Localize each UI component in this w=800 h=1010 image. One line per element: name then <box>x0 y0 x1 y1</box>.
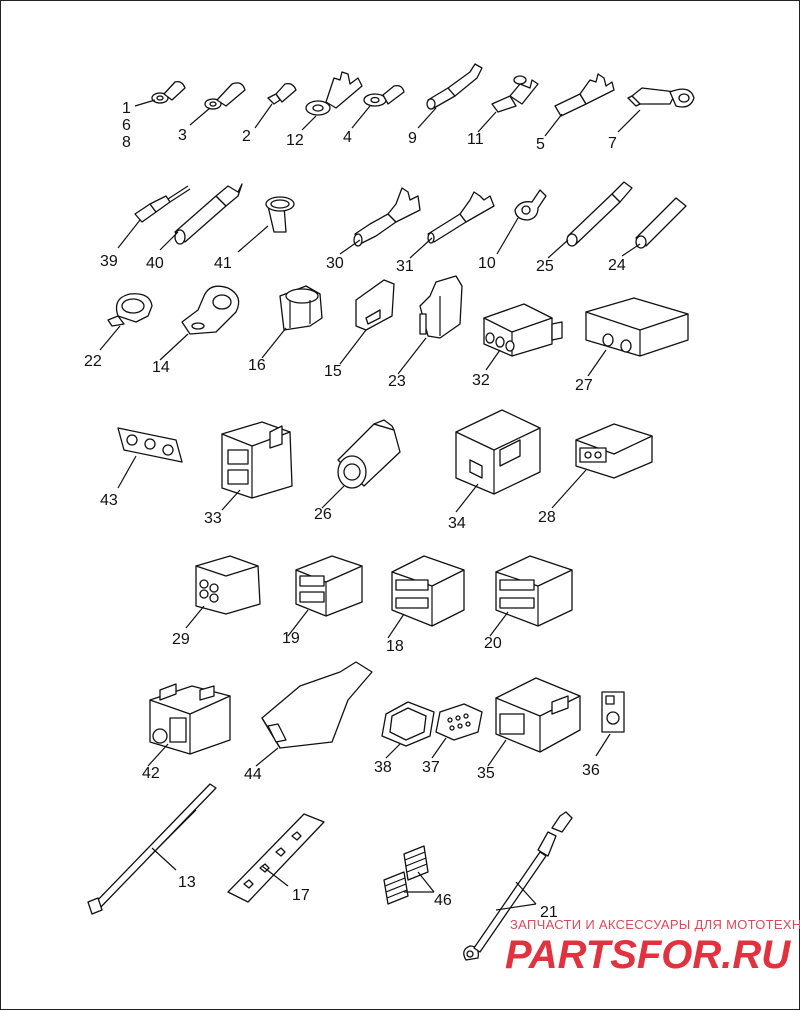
callout-32: 32 <box>472 372 490 389</box>
part-bullet-24 <box>635 197 687 249</box>
part-connector-33 <box>221 421 293 499</box>
callout-27: 27 <box>575 377 593 394</box>
part-seal-37 <box>435 703 483 741</box>
callout-38: 38 <box>374 759 392 776</box>
callout-9: 9 <box>408 130 417 147</box>
callout-15: 15 <box>324 363 342 380</box>
callout-13: 13 <box>178 874 196 891</box>
part-plug-41 <box>265 196 295 233</box>
callout-6: 6 <box>122 117 131 134</box>
watermark-tagline: ЗАПЧАСТИ И АКСЕССУАРЫ ДЛЯ МОТОТЕХНИКИ <box>510 917 800 932</box>
part-socket-terminal-30 <box>353 187 421 247</box>
part-plate-43 <box>117 427 183 463</box>
part-butt-connector-9 <box>426 63 483 110</box>
part-bracket-15 <box>355 279 395 331</box>
part-spade-terminal-2 <box>267 82 297 105</box>
callout-44: 44 <box>244 766 262 783</box>
part-sleeve-10 <box>514 189 547 221</box>
callout-10: 10 <box>478 255 496 272</box>
part-cable-tie-13 <box>87 783 217 915</box>
callout-20: 20 <box>484 635 502 652</box>
part-ring-terminal-3 <box>204 82 246 110</box>
callout-8: 8 <box>122 134 131 151</box>
callout-21: 21 <box>540 904 558 921</box>
callout-35: 35 <box>477 765 495 782</box>
callout-2: 2 <box>242 128 251 145</box>
part-connector-29 <box>195 555 261 615</box>
callout-12: 12 <box>286 132 304 149</box>
callout-31: 31 <box>396 258 414 275</box>
callout-19: 19 <box>282 630 300 647</box>
part-strip-17 <box>227 813 325 903</box>
part-socket-terminal-31 <box>427 191 495 244</box>
part-connector-35 <box>495 677 581 753</box>
callout-29: 29 <box>172 631 190 648</box>
callout-5: 5 <box>536 136 545 153</box>
callout-3: 3 <box>178 127 187 144</box>
part-connector-18 <box>391 555 465 627</box>
callout-24: 24 <box>608 257 626 274</box>
callout-33: 33 <box>204 510 222 527</box>
part-flag-terminal-7 <box>627 87 695 108</box>
part-connector-28 <box>575 423 653 479</box>
part-ground-strap-21 <box>463 811 573 961</box>
callout-41: 41 <box>214 255 232 272</box>
callout-22: 22 <box>84 353 102 370</box>
part-ring-terminal-1 <box>151 80 186 104</box>
part-sleeve-40 <box>174 183 243 245</box>
callout-7: 7 <box>608 135 617 152</box>
callout-30: 30 <box>326 255 344 272</box>
callout-4: 4 <box>343 129 352 146</box>
part-terminal-36 <box>601 691 625 733</box>
part-clip-16 <box>279 285 323 331</box>
callout-1: 1 <box>122 100 131 117</box>
part-round-connector-26 <box>337 419 401 489</box>
callout-37: 37 <box>422 759 440 776</box>
callout-18: 18 <box>386 638 404 655</box>
callout-46: 46 <box>434 892 452 909</box>
part-springs-46 <box>383 845 429 905</box>
part-female-spade-5 <box>554 73 615 117</box>
callout-23: 23 <box>388 373 406 390</box>
callout-39: 39 <box>100 253 118 270</box>
part-connector-27 <box>585 297 689 357</box>
callout-28: 28 <box>538 509 556 526</box>
callout-34: 34 <box>448 515 466 532</box>
part-connector-42 <box>149 683 231 755</box>
part-seal-38 <box>381 701 435 747</box>
part-boot-44 <box>261 661 373 749</box>
callout-14: 14 <box>152 359 170 376</box>
callout-36: 36 <box>582 762 600 779</box>
part-connector-20 <box>495 555 573 627</box>
part-ring-terminal-4 <box>363 84 405 107</box>
part-connector-19 <box>295 555 363 617</box>
part-bullet-25 <box>566 181 633 247</box>
part-ring-terminal-12 <box>305 71 363 116</box>
callout-16: 16 <box>248 357 266 374</box>
callout-40: 40 <box>146 255 164 272</box>
callout-11: 11 <box>467 131 484 148</box>
part-pin-39 <box>134 185 191 223</box>
part-clip-14 <box>181 285 240 335</box>
callout-17: 17 <box>292 887 310 904</box>
callout-43: 43 <box>100 492 118 509</box>
part-connector-34 <box>455 409 541 495</box>
callout-25: 25 <box>536 258 554 275</box>
callout-42: 42 <box>142 765 160 782</box>
part-clip-23 <box>419 275 463 339</box>
watermark-logo: PARTSFOR.RU <box>505 933 791 977</box>
part-connector-32 <box>483 303 563 357</box>
callout-26: 26 <box>314 506 332 523</box>
part-female-spade-11 <box>491 75 539 113</box>
part-clamp-22 <box>107 293 153 327</box>
